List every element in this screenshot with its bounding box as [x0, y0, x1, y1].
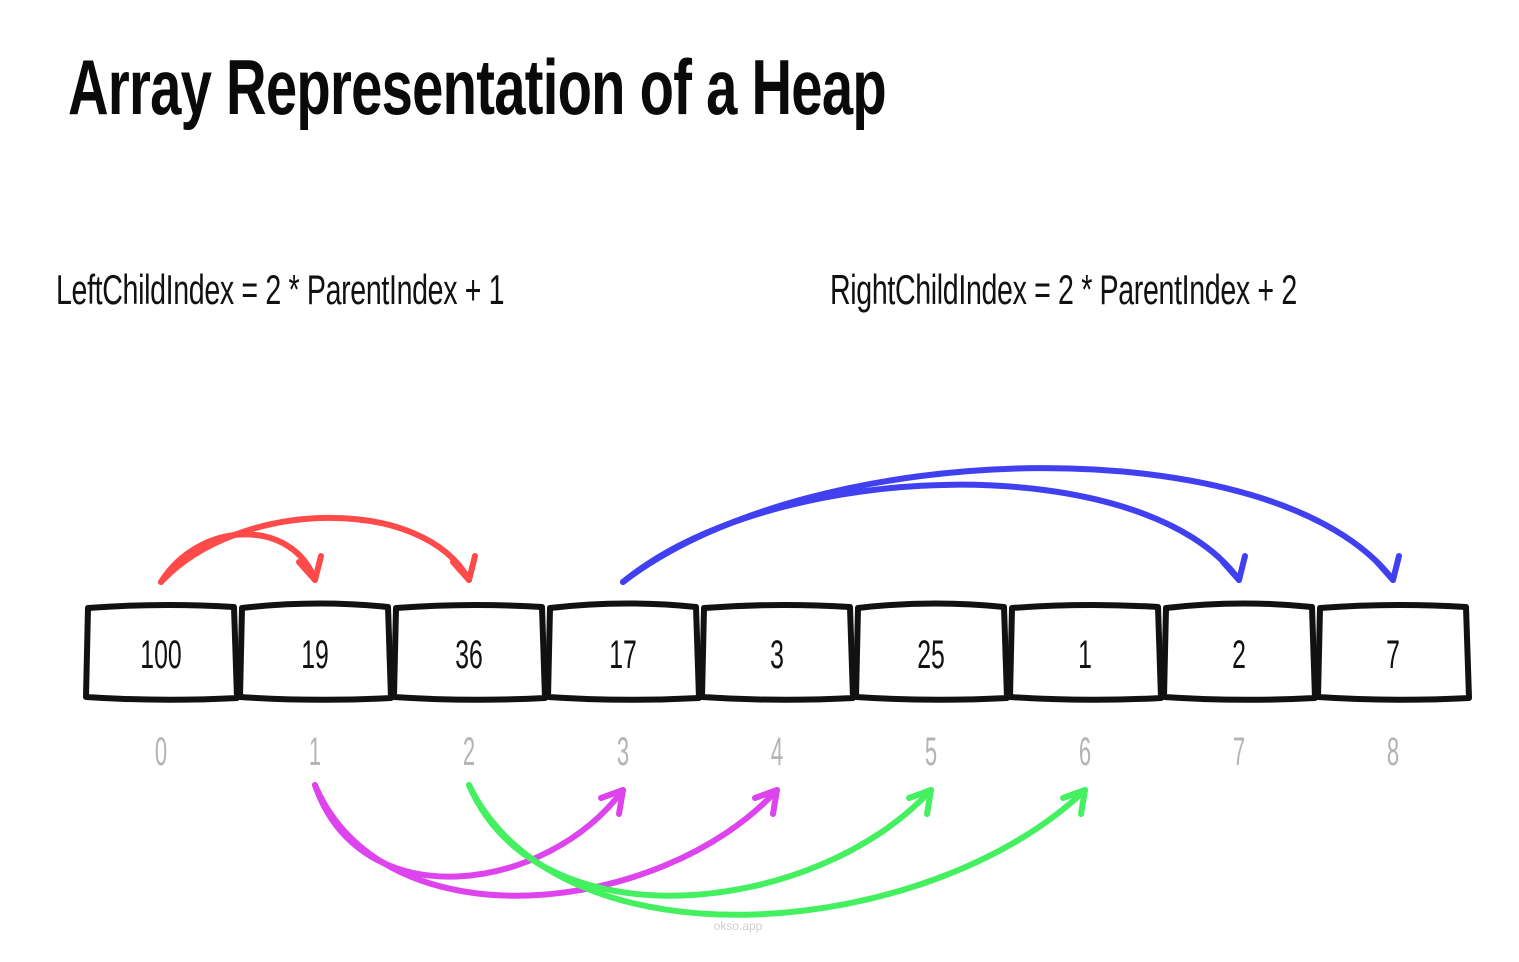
page-title: Array Representation of a Heap [68, 43, 887, 131]
array-cell-value: 1 [1078, 633, 1092, 677]
right-child-formula: RightChildIndex = 2 * ParentIndex + 2 [830, 266, 1297, 313]
arrow-2-to-6 [466, 782, 1088, 918]
arrow-0-to-2 [158, 514, 472, 585]
array-cell-value: 17 [609, 633, 637, 677]
array-cell-box [853, 600, 1010, 703]
arrow-2-to-5 [466, 782, 934, 899]
array-index-label: 5 [925, 729, 937, 774]
array-cell-box [1161, 600, 1318, 703]
array-cell-value: 2 [1232, 633, 1246, 677]
arrow-head [296, 553, 324, 583]
arrow-head [450, 553, 478, 583]
array-index-label: 7 [1233, 729, 1245, 774]
array-index-label: 4 [771, 729, 783, 774]
arrow-head [1220, 553, 1248, 583]
array-cell-value: 36 [455, 633, 483, 677]
array-cell-box [545, 600, 702, 703]
array-cell-box [237, 600, 394, 703]
left-child-formula: LeftChildIndex = 2 * ParentIndex + 1 [56, 266, 505, 313]
array-cell-box [699, 601, 856, 703]
array-cell-value: 25 [917, 633, 945, 677]
array-cells: 100 19 36 17 3 25 1 2 7 [83, 600, 1472, 703]
arrow-head [906, 787, 934, 817]
array-cell-box [391, 601, 548, 703]
arrow-1-to-3 [312, 782, 626, 880]
arrow-head [1374, 553, 1402, 583]
arrow-3-to-7 [620, 481, 1242, 585]
array-index-label: 0 [155, 729, 167, 774]
arrow-head [752, 787, 780, 817]
arrow-3-to-8 [620, 465, 1396, 585]
arrow-head [1060, 787, 1088, 817]
array-cell-value: 100 [140, 633, 181, 677]
array-cell-value: 7 [1386, 633, 1400, 677]
arrow-1-to-4 [312, 782, 780, 899]
arrow-head [598, 787, 626, 817]
array-cell-value: 19 [301, 633, 329, 677]
watermark: okso.app [714, 919, 763, 933]
array-index-label: 2 [463, 729, 475, 774]
array-cell-value: 3 [770, 633, 784, 677]
array-cell-box [1007, 601, 1164, 703]
array-cell-box [1315, 601, 1472, 703]
array-index-label: 8 [1387, 729, 1399, 774]
array-index-label: 6 [1079, 729, 1091, 774]
arrows-layer [158, 465, 1402, 918]
array-index-label: 3 [617, 729, 629, 774]
array-cell-box [83, 601, 240, 703]
array-indices: 0 1 2 3 4 5 6 7 8 [155, 729, 1399, 774]
array-index-label: 1 [309, 729, 321, 774]
